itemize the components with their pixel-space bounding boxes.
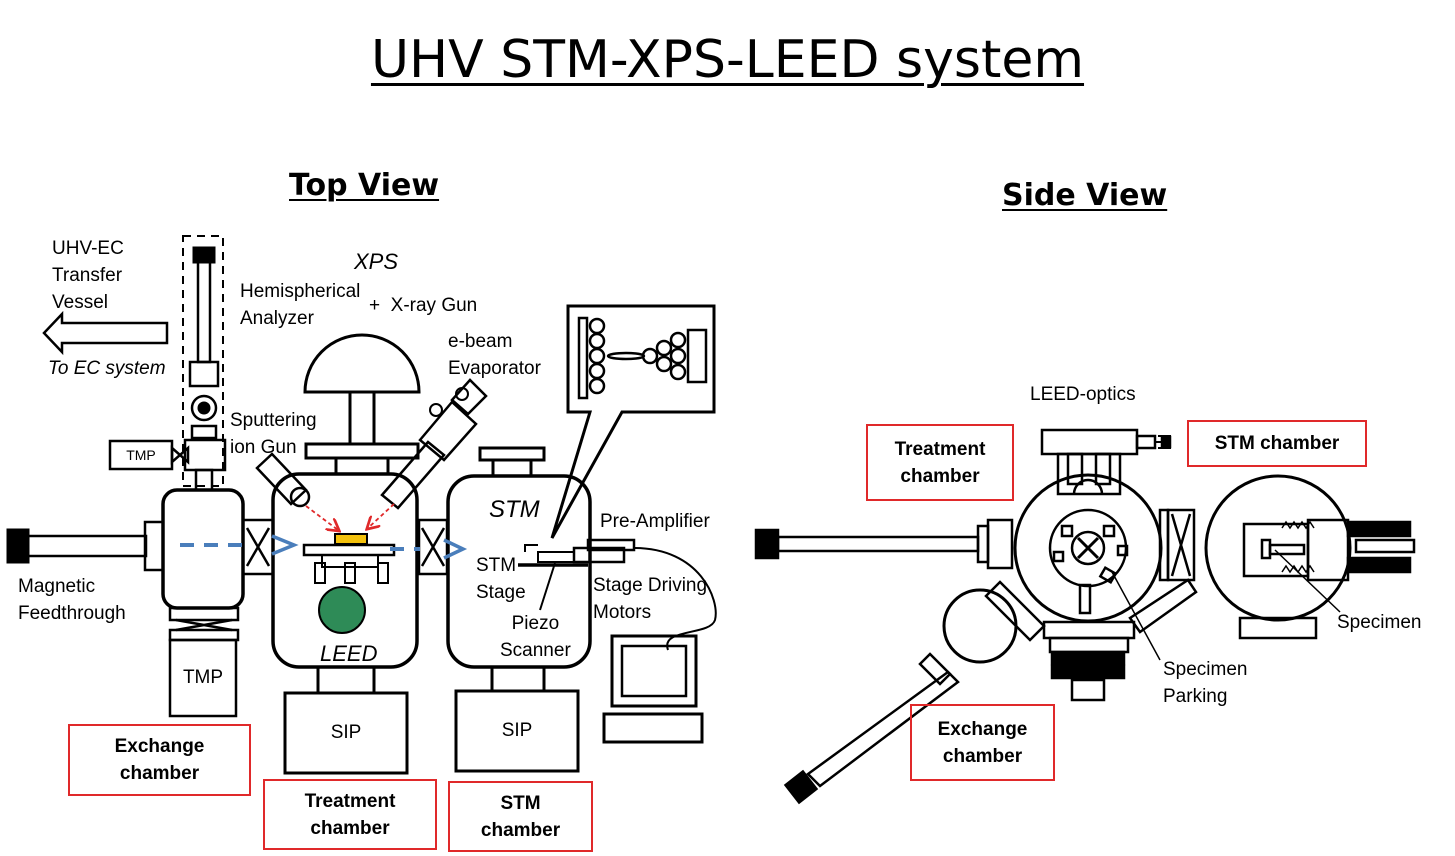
specimen-label: Specimen [1337, 612, 1422, 633]
ebeam-label: e-beam Evaporator [448, 331, 541, 379]
side-view-heading: Side View [1002, 178, 1168, 213]
tmp-small-label: TMP [126, 447, 156, 463]
top-view-heading: Top View [289, 168, 440, 203]
stm-stage-label: STM Stage [476, 555, 526, 603]
to-ec-label: To EC system [48, 358, 166, 379]
top-view-drawing [6, 235, 717, 775]
side-stm-chamber [1204, 474, 1352, 622]
xps-label: XPS [354, 249, 399, 274]
computer-monitor [610, 634, 698, 708]
exchange-chamber-callout: Exchange chamber [68, 724, 251, 796]
magnetic-feedthrough-label: Magnetic Feedthrough [18, 576, 126, 624]
stm-chamber-callout: STM chamber [448, 781, 593, 852]
exchange-chamber-body [161, 488, 245, 610]
tmp-large-box [168, 638, 238, 718]
page-title: UHV STM-XPS-LEED system [370, 30, 1085, 90]
treatment-chamber-callout: Treatment chamber [263, 779, 437, 850]
stage-driving-label: Stage Driving Motors [593, 575, 708, 623]
beam-arrows [305, 503, 395, 530]
tmp-large-label: TMP [182, 667, 224, 688]
leed-italic-label: LEED [320, 641, 378, 666]
stm-italic-label: STM [489, 496, 540, 523]
sputtering-label: Sputtering ion Gun [230, 410, 317, 458]
xray-gun-label: + X-ray Gun [369, 295, 478, 316]
specimen-parking-label: Specimen Parking [1163, 659, 1248, 707]
side-view-drawing [754, 428, 1416, 805]
transfer-vessel-frame [182, 235, 224, 487]
leed-optics-label: LEED-optics [1030, 384, 1136, 405]
pre-amplifier-label: Pre-Amplifier [600, 511, 710, 532]
uhv-ec-label: UHV-EC Transfer Vessel [52, 238, 124, 313]
side-treatment-callout: Treatment chamber [866, 424, 1014, 501]
hemispherical-analyzer [303, 333, 421, 394]
sip-left-box [283, 691, 409, 775]
sip-left-label: SIP [330, 722, 362, 743]
to-ec-arrow [42, 310, 169, 356]
transfer-arrows [180, 534, 468, 560]
side-stm-callout: STM chamber [1187, 420, 1367, 467]
leed-screen [318, 586, 366, 634]
tip-callout [550, 304, 716, 539]
side-exchange-callout: Exchange chamber [910, 704, 1055, 781]
side-exchange-chamber [942, 588, 1018, 664]
sip-right-label: SIP [501, 720, 533, 741]
sip-right-box [454, 689, 580, 773]
hemispherical-label: Hemispherical Analyzer [240, 281, 361, 329]
piezo-label: Piezo Scanner [500, 613, 571, 661]
